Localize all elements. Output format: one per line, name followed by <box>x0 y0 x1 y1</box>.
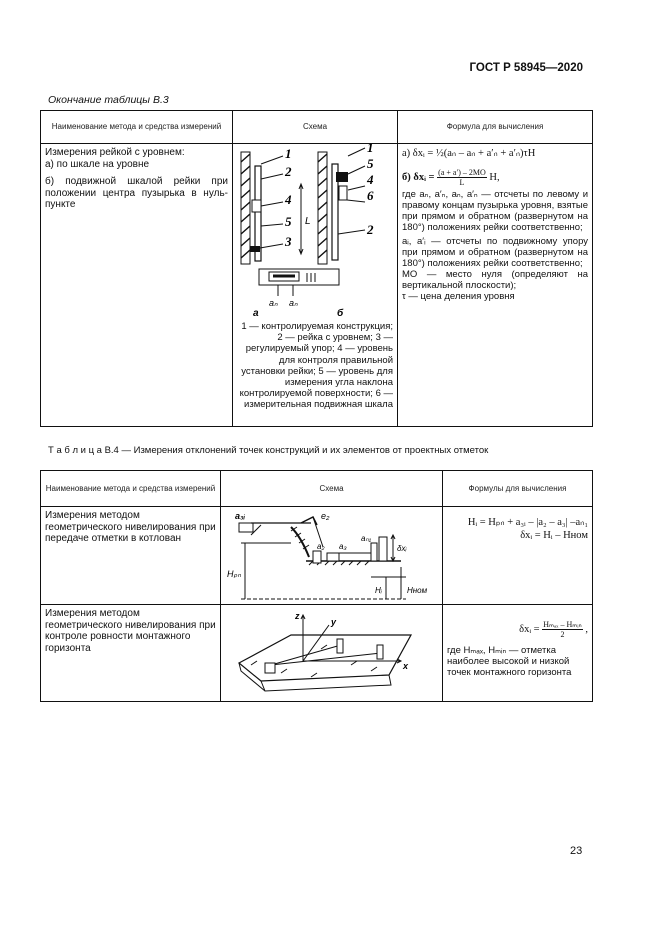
formula-b-prefix: б) δxᵢ = <box>402 171 438 183</box>
formula-Hi: Hᵢ = Hₚₙ + a₃ᵢ – |a₂ – a₃| –aₙ₁ <box>467 517 588 528</box>
levelling-pit-scheme: a₃ᵢ e₂ a₂ a₃ aₙ₁ Hₚₙ Hᵢ Hном δxᵢ <box>227 511 428 600</box>
label-a3: a₃ <box>339 542 347 551</box>
method-cell-2: Измерения методом геометрического нивели… <box>40 604 221 702</box>
label-a: а <box>253 308 259 319</box>
method-a: а) по шкале на уровне <box>45 158 150 170</box>
scheme-legend: 1 — контролируемая конструкция; 2 — рейк… <box>239 321 393 411</box>
standard-header: ГОСТ Р 58945—2020 <box>469 62 583 74</box>
label-4-right: 4 <box>366 172 374 187</box>
formula-dxi: δxᵢ = Hᵢ – Hном <box>520 530 588 541</box>
label-an1: aₙ₁ <box>361 534 372 543</box>
label-dxi: δxᵢ <box>397 544 407 553</box>
scheme-cell-1: a₃ᵢ e₂ a₂ a₃ aₙ₁ Hₚₙ Hᵢ Hном δxᵢ <box>220 506 443 605</box>
formula-flatness-fraction: Hₘₐₓ – Hₘᵢₙ 2 <box>542 620 583 639</box>
label-an-right: aₙ <box>289 298 298 308</box>
formula-flatness: δxᵢ = Hₘₐₓ – Hₘᵢₙ 2 , <box>447 620 588 639</box>
formula-a: а) δxᵢ = ½(aₙ – aₙ + a′ₙ + a′ₙ)τH <box>402 148 536 159</box>
formula-flatness-denominator: 2 <box>560 630 565 639</box>
formula-cell-2: δxᵢ = Hₘₐₓ – Hₘᵢₙ 2 , где Hₘₐₓ, Hₘᵢₙ — о… <box>442 604 593 702</box>
method-cell: Измерения рейкой с уровнем: а) по шкале … <box>40 143 233 427</box>
formula-b: б) δxᵢ = (a + a′) – 2MO L H, <box>402 168 588 187</box>
explanation-3: МО — место нуля (определяют на вертикаль… <box>402 269 588 291</box>
table-b3-caption: Окончание таблицы В.3 <box>48 94 169 106</box>
formula-b-denominator: L <box>459 178 465 187</box>
label-1-left: 1 <box>285 146 292 161</box>
col-header-method: Наименование метода и средства измерений <box>40 110 233 144</box>
formula-cell: а) δxᵢ = ½(aₙ – aₙ + a′ₙ + a′ₙ)τH б) δxᵢ… <box>397 143 593 427</box>
label-y: y <box>330 617 337 627</box>
label-5-right: 5 <box>367 156 374 171</box>
col-header-scheme: Схема <box>232 110 398 144</box>
label-2-right: 2 <box>366 222 374 237</box>
col-header-formula: Формула для вычисления <box>397 110 593 144</box>
col-header-formulas: Формулы для вычисления <box>442 470 593 507</box>
page-number: 23 <box>570 845 583 857</box>
formula-flatness-numerator: Hₘₐₓ – Hₘᵢₙ <box>542 620 583 630</box>
label-L: L <box>305 216 311 227</box>
col-header-scheme: Схема <box>220 470 443 507</box>
label-a2: a₂ <box>317 542 325 551</box>
label-e2: e₂ <box>321 511 330 521</box>
label-4-left: 4 <box>284 192 292 207</box>
label-a3i: a₃ᵢ <box>235 511 246 521</box>
formula-b-fraction: (a + a′) – 2MO L <box>437 168 487 187</box>
horizon-flatness-scheme: z y x <box>237 611 413 692</box>
scheme-cell-2: z y x <box>220 604 443 702</box>
label-Hnom: Hном <box>407 586 428 595</box>
formula-flatness-suffix: , <box>585 623 588 635</box>
label-b: б <box>337 307 344 319</box>
label-Hi: Hᵢ <box>375 586 383 595</box>
method-title: Измерения рейкой с уровнем: <box>45 147 185 158</box>
method-b: б) подвижной шкалой рейки при положении … <box>45 176 228 210</box>
label-z: z <box>294 611 300 621</box>
formula-b-suffix: H, <box>489 171 500 183</box>
label-5-left: 5 <box>285 214 292 229</box>
table-b3: Наименование метода и средства измерений… <box>40 110 593 427</box>
label-Hpn: Hₚₙ <box>227 569 241 579</box>
formula-cell-1: Hᵢ = Hₚₙ + a₃ᵢ – |a₂ – a₃| –aₙ₁ δxᵢ = Hᵢ… <box>442 506 593 605</box>
formula-b-numerator: (a + a′) – 2MO <box>437 168 487 178</box>
table-b4: Наименование метода и средства измерений… <box>40 470 593 702</box>
label-an-left: aₙ <box>269 298 278 308</box>
flatness-explanation: где Hₘₐₓ, Hₘᵢₙ — отметка наиболее высоко… <box>447 645 572 678</box>
label-x: x <box>402 661 409 671</box>
table-b4-title: Т а б л и ц а В.4 — Измерения отклонений… <box>48 445 489 456</box>
label-1-right: 1 <box>367 144 374 155</box>
explanation-1: где aₙ, a′ₙ, aₙ, a′ₙ — отсчеты по левому… <box>402 189 588 233</box>
formula-flatness-prefix: δxᵢ = <box>519 623 543 635</box>
label-2-left: 2 <box>284 164 292 179</box>
explanation-4: τ — цена деления уровня <box>402 291 515 302</box>
level-rod-scheme: 1 2 4 5 3 L 1 5 <box>240 144 374 319</box>
label-6-right: 6 <box>367 188 374 203</box>
explanation-2: aᵢ, a′ᵢ — отсчеты по подвижному упору пр… <box>402 236 588 269</box>
method-cell-1: Измерения методом геометрического нивели… <box>40 506 221 605</box>
col-header-method: Наименование метода и средства измерений <box>40 470 221 507</box>
scheme-cell: 1 2 4 5 3 L 1 5 <box>232 143 398 427</box>
label-3-left: 3 <box>284 234 292 249</box>
